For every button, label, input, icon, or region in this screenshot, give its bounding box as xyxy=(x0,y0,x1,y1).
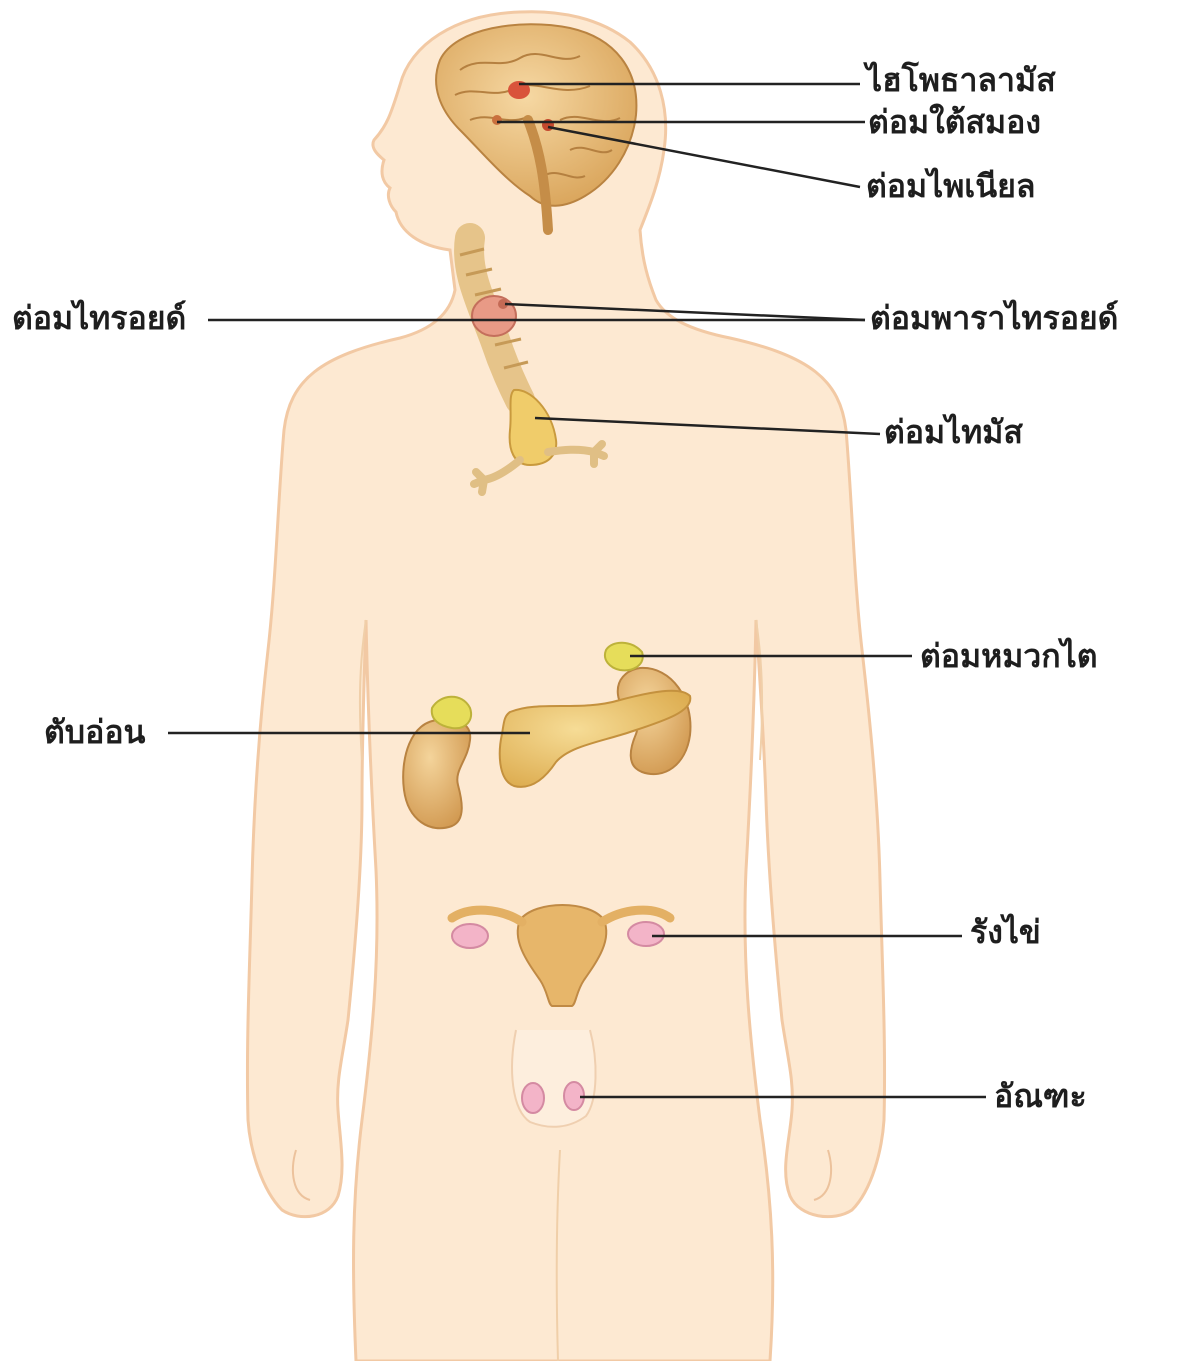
thymus-gland xyxy=(508,388,558,467)
label-thyroid: ต่อมไทรอยด์ xyxy=(12,299,187,337)
abdominal-organs xyxy=(402,641,692,830)
left-ovary xyxy=(451,923,489,949)
label-pituitary: ต่อมใต้สมอง xyxy=(868,103,1041,141)
leader-lines xyxy=(168,82,986,1099)
left-kidney xyxy=(402,718,472,830)
label-pineal: ต่อมไพเนียล xyxy=(866,167,1036,205)
label-adrenal: ต่อมหมวกไต xyxy=(920,637,1098,675)
leader-line-parathyroid xyxy=(504,302,866,322)
female-reproductive xyxy=(447,904,675,1007)
label-thymus: ต่อมไทมัส xyxy=(884,413,1023,451)
left-testis xyxy=(521,1082,545,1114)
label-pancreas: ตับอ่อน xyxy=(44,713,146,751)
hypothalamus-gland xyxy=(508,81,530,99)
label-parathyroid: ต่อมพาราไทรอยด์ xyxy=(870,299,1119,337)
body-silhouette xyxy=(245,10,887,1363)
right-adrenal-gland xyxy=(604,641,644,672)
leader-line-pineal xyxy=(547,125,861,189)
brain xyxy=(435,23,638,235)
left-adrenal-gland xyxy=(430,695,472,730)
leader-line-thymus xyxy=(534,416,881,436)
trachea xyxy=(454,223,608,496)
label-testis: อัณฑะ xyxy=(994,1077,1087,1115)
label-ovary: รังไข่ xyxy=(970,913,1041,951)
pancreas xyxy=(498,689,692,788)
thyroid-gland xyxy=(471,295,517,337)
right-ovary xyxy=(627,921,665,947)
parathyroid-gland xyxy=(498,299,508,309)
label-hypothalamus: ไฮโพธาลามัส xyxy=(866,61,1056,99)
male-reproductive xyxy=(511,1029,597,1128)
pituitary-gland xyxy=(492,115,502,125)
